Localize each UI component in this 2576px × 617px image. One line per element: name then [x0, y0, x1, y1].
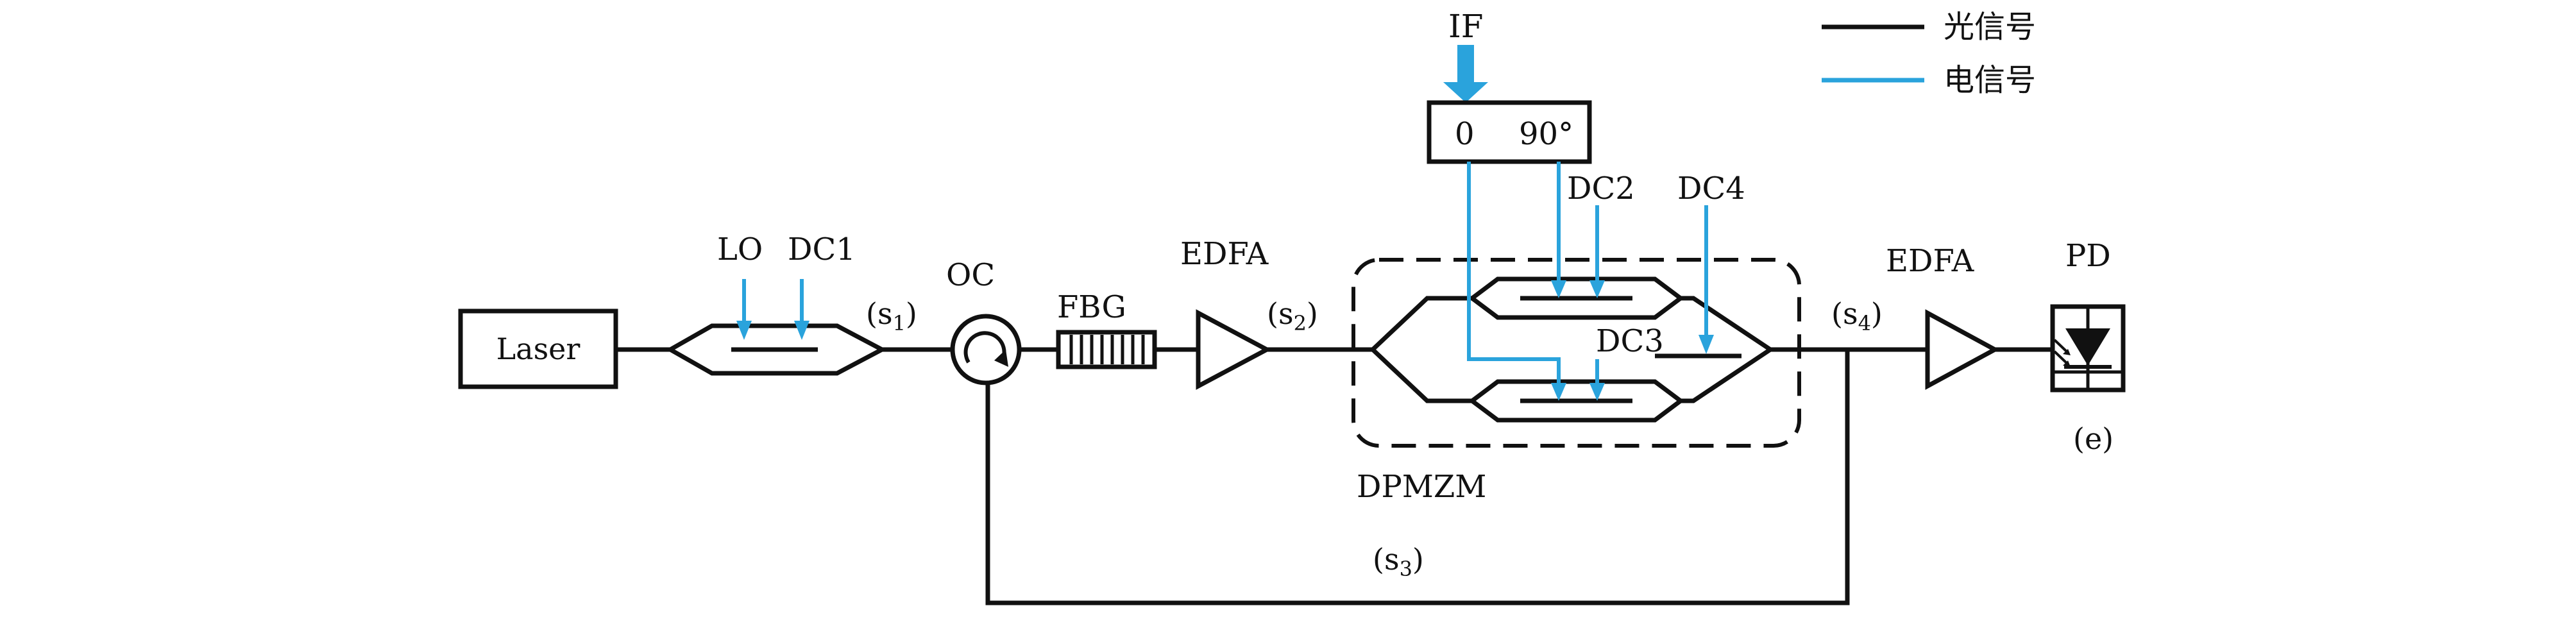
lo-label: LO: [717, 232, 763, 267]
dpmzm: DPMZM DC2 DC4 DC3: [1352, 162, 1801, 505]
signal-s4-label: (s4): [1831, 296, 1883, 335]
s1-subscript: 1: [893, 311, 906, 335]
s2-close: ): [1307, 296, 1318, 331]
optical-circulator: OC: [946, 257, 1022, 385]
fbg-label: FBG: [1057, 289, 1126, 325]
dc4-label: DC4: [1677, 171, 1745, 207]
s1-close: ): [906, 296, 917, 331]
dc2-arrow-head: [1589, 280, 1605, 298]
optical-paths: [616, 347, 2053, 605]
hybrid-box: [1427, 100, 1592, 164]
s4-subscript: 4: [1858, 311, 1871, 335]
s3-prefix: (s: [1373, 542, 1400, 577]
legend-electrical-label: 电信号: [1944, 62, 2036, 98]
hybrid-90-label: 90°: [1519, 116, 1573, 152]
svg-text:(s2): (s2): [1267, 296, 1318, 335]
if-90deg-arrow-head: [1551, 280, 1566, 298]
if-0deg-to-lower-submzm: [1467, 162, 1561, 385]
dc2-label: DC2: [1567, 171, 1635, 207]
if-hybrid: IF 0 90°: [1427, 8, 1592, 164]
s2-subscript: 2: [1294, 311, 1307, 335]
signal-s3-label: (s3): [1373, 542, 1424, 581]
s4-close: ): [1871, 296, 1883, 331]
hybrid-0-label: 0: [1455, 116, 1475, 152]
svg-text:(s1): (s1): [866, 296, 917, 335]
if-arrow-head: [1443, 82, 1488, 103]
signal-s1-label: (s1): [866, 296, 917, 335]
pd-light-arrowhead-1: [2063, 349, 2071, 355]
dc1-label: DC1: [788, 232, 856, 267]
svg-text:(s4): (s4): [1831, 296, 1883, 335]
legend-optical-label: 光信号: [1944, 9, 2036, 45]
if-arrow-shaft: [1457, 45, 1474, 87]
fbg-block: FBG: [1056, 289, 1157, 369]
edfa-1-triangle: [1196, 309, 1272, 390]
dc3-label: DC3: [1596, 323, 1664, 359]
s4-prefix: (s: [1831, 296, 1858, 331]
svg-text:(s3): (s3): [1373, 542, 1424, 581]
panel-label: (e): [2073, 421, 2114, 456]
if-label: IF: [1448, 8, 1483, 45]
edfa-1-label: EDFA: [1180, 236, 1269, 272]
s2-prefix: (s: [1267, 296, 1294, 331]
edfa-2-label: EDFA: [1886, 243, 1975, 279]
s3-subscript: 3: [1400, 557, 1412, 581]
pd-light-arrowhead-2: [2063, 360, 2071, 367]
dpmzm-label: DPMZM: [1357, 469, 1486, 505]
pd-label: PD: [2065, 238, 2111, 274]
dpmzm-dashed-boundary: [1352, 258, 1801, 448]
photodetector: PD (e): [2050, 238, 2126, 456]
s3-close: ): [1412, 542, 1424, 577]
pd-diode-triangle: [2065, 328, 2110, 366]
oc-rotation-arc: [963, 331, 1006, 364]
signal-s2-label: (s2): [1267, 296, 1318, 335]
legend: 光信号 电信号: [1822, 9, 2036, 98]
feedback-loop-fiber: [985, 350, 1850, 605]
pd-light-arrow-2: [2053, 350, 2069, 366]
laser-block: Laser: [458, 308, 618, 389]
lo-arrow-head: [736, 321, 752, 340]
dc4-arrow-head: [1699, 335, 1714, 354]
oc-circle: [950, 314, 1022, 385]
oc-arrow-head: [994, 350, 1008, 367]
oc-label: OC: [946, 257, 995, 293]
dc3-lower-arrow-head: [1589, 383, 1605, 401]
edfa-2-triangle: [1925, 309, 2000, 390]
laser-box: [458, 308, 618, 389]
mzm-1: LO DC1: [665, 232, 887, 376]
edfa-1: EDFA: [1180, 236, 1272, 390]
if-0deg-arrow-head: [1551, 383, 1566, 401]
edfa-2: EDFA: [1886, 243, 2000, 390]
dc1-arrow-head: [794, 321, 809, 340]
pd-light-arrow-1: [2053, 339, 2069, 354]
mzm-1-outline: [665, 323, 887, 376]
fbg-box: [1056, 330, 1157, 369]
laser-label: Laser: [496, 332, 580, 366]
s1-prefix: (s: [866, 296, 893, 331]
